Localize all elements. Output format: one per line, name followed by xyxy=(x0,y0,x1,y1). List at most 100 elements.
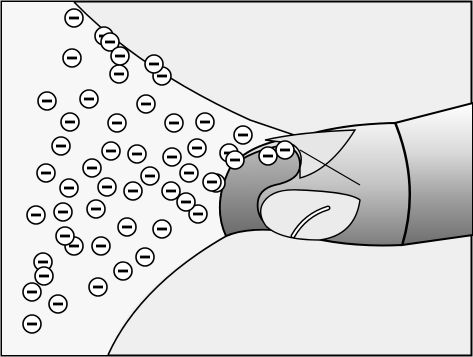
ion-minus-sign xyxy=(132,152,142,156)
negative-ion-icon xyxy=(144,54,164,74)
negative-ion-icon xyxy=(161,181,181,201)
ion-minus-sign xyxy=(31,213,41,217)
negative-ion-icon xyxy=(36,163,56,183)
negative-ion-icon xyxy=(179,163,199,183)
negative-ion-icon xyxy=(152,219,172,239)
negative-ion-icon xyxy=(275,140,295,160)
ion-minus-sign xyxy=(145,174,155,178)
ion-minus-sign xyxy=(118,269,128,273)
nozzle-crease xyxy=(299,149,361,186)
ion-minus-sign xyxy=(184,171,194,175)
negative-ion-icon xyxy=(37,91,57,111)
negative-ion-icon xyxy=(164,113,184,133)
ion-minus-sign xyxy=(149,62,159,66)
ion-minus-sign xyxy=(157,74,167,78)
ion-minus-sign xyxy=(200,120,210,124)
ion-minus-sign xyxy=(42,99,52,103)
ion-minus-sign xyxy=(60,234,70,238)
negative-ion-icon xyxy=(59,178,79,198)
ion-minus-sign xyxy=(53,302,63,306)
ion-minus-sign xyxy=(87,166,97,170)
ion-minus-sign xyxy=(140,255,150,259)
ion-minus-sign xyxy=(69,16,79,20)
negative-ion-icon xyxy=(123,181,143,201)
negative-ion-icon xyxy=(140,166,160,186)
ion-minus-sign xyxy=(128,189,138,193)
ion-minus-sign xyxy=(64,186,74,190)
ion-minus-sign xyxy=(112,121,122,125)
negative-ion-icon xyxy=(113,261,133,281)
negative-ion-icon xyxy=(109,64,129,84)
ion-minus-sign xyxy=(115,54,125,58)
negative-ion-icon xyxy=(162,147,182,167)
ion-minus-sign xyxy=(207,180,217,184)
negative-ion-icon xyxy=(88,277,108,297)
ion-minus-sign xyxy=(192,146,202,150)
ion-minus-sign xyxy=(263,154,273,158)
negative-ion-icon xyxy=(188,204,208,224)
ion-stream-lower-edge xyxy=(107,234,229,356)
negative-ion-icon xyxy=(55,226,75,246)
ion-minus-sign xyxy=(41,171,51,175)
negative-ion-icon xyxy=(110,46,130,66)
negative-ion-icon xyxy=(202,172,222,192)
ion-minus-sign xyxy=(169,121,179,125)
ion-minus-sign xyxy=(93,285,103,289)
ion-minus-sign xyxy=(230,158,240,162)
negative-ion-icon xyxy=(48,294,68,314)
nozzle-slot-highlight xyxy=(292,207,329,237)
negative-ion-icon xyxy=(26,205,46,225)
negative-ion-icon xyxy=(100,32,120,52)
ion-minus-sign xyxy=(27,290,37,294)
ion-group xyxy=(22,8,295,334)
ion-minus-sign xyxy=(193,212,203,216)
negative-ion-icon xyxy=(107,113,127,133)
negative-ion-icon xyxy=(97,177,117,197)
negative-ion-icon xyxy=(176,192,196,212)
ion-minus-sign xyxy=(181,200,191,204)
negative-ion-icon xyxy=(127,144,147,164)
ion-minus-sign xyxy=(38,260,48,264)
negative-ion-icon xyxy=(79,89,99,109)
ion-minus-sign xyxy=(91,207,101,211)
ion-minus-sign xyxy=(167,155,177,159)
negative-ion-icon xyxy=(187,138,207,158)
negative-ion-icon xyxy=(135,247,155,267)
negative-ion-icon xyxy=(34,266,54,286)
negative-ion-icon xyxy=(51,136,71,156)
negative-ion-icon xyxy=(22,282,42,302)
negative-ion-icon xyxy=(136,94,156,114)
negative-ion-icon xyxy=(258,146,278,166)
ion-minus-sign xyxy=(67,56,77,60)
negative-ion-icon xyxy=(86,199,106,219)
negative-ion-icon xyxy=(60,112,80,132)
ion-minus-sign xyxy=(166,189,176,193)
negative-ion-icon xyxy=(53,202,73,222)
ion-minus-sign xyxy=(58,210,68,214)
negative-ion-icon xyxy=(101,141,121,161)
ion-minus-sign xyxy=(84,97,94,101)
negative-ion-icon xyxy=(64,8,84,28)
negative-ion-icon xyxy=(82,158,102,178)
negative-ion-icon xyxy=(233,125,253,145)
negative-ion-icon xyxy=(117,217,137,237)
ion-minus-sign xyxy=(69,244,79,248)
ion-minus-sign xyxy=(27,322,37,326)
ion-minus-sign xyxy=(141,102,151,106)
negative-ion-icon xyxy=(62,48,82,68)
negative-ion-icon xyxy=(22,314,42,334)
negative-ion-icon xyxy=(225,150,245,170)
negative-ion-icon xyxy=(195,112,215,132)
ion-minus-sign xyxy=(105,40,115,44)
ion-minus-sign xyxy=(102,185,112,189)
ion-minus-sign xyxy=(65,120,75,124)
ion-minus-sign xyxy=(114,72,124,76)
ion-minus-sign xyxy=(39,274,49,278)
ion-minus-sign xyxy=(238,133,248,137)
ion-minus-sign xyxy=(56,144,66,148)
negative-ion-icon xyxy=(91,236,111,256)
ion-minus-sign xyxy=(122,225,132,229)
ion-minus-sign xyxy=(96,244,106,248)
